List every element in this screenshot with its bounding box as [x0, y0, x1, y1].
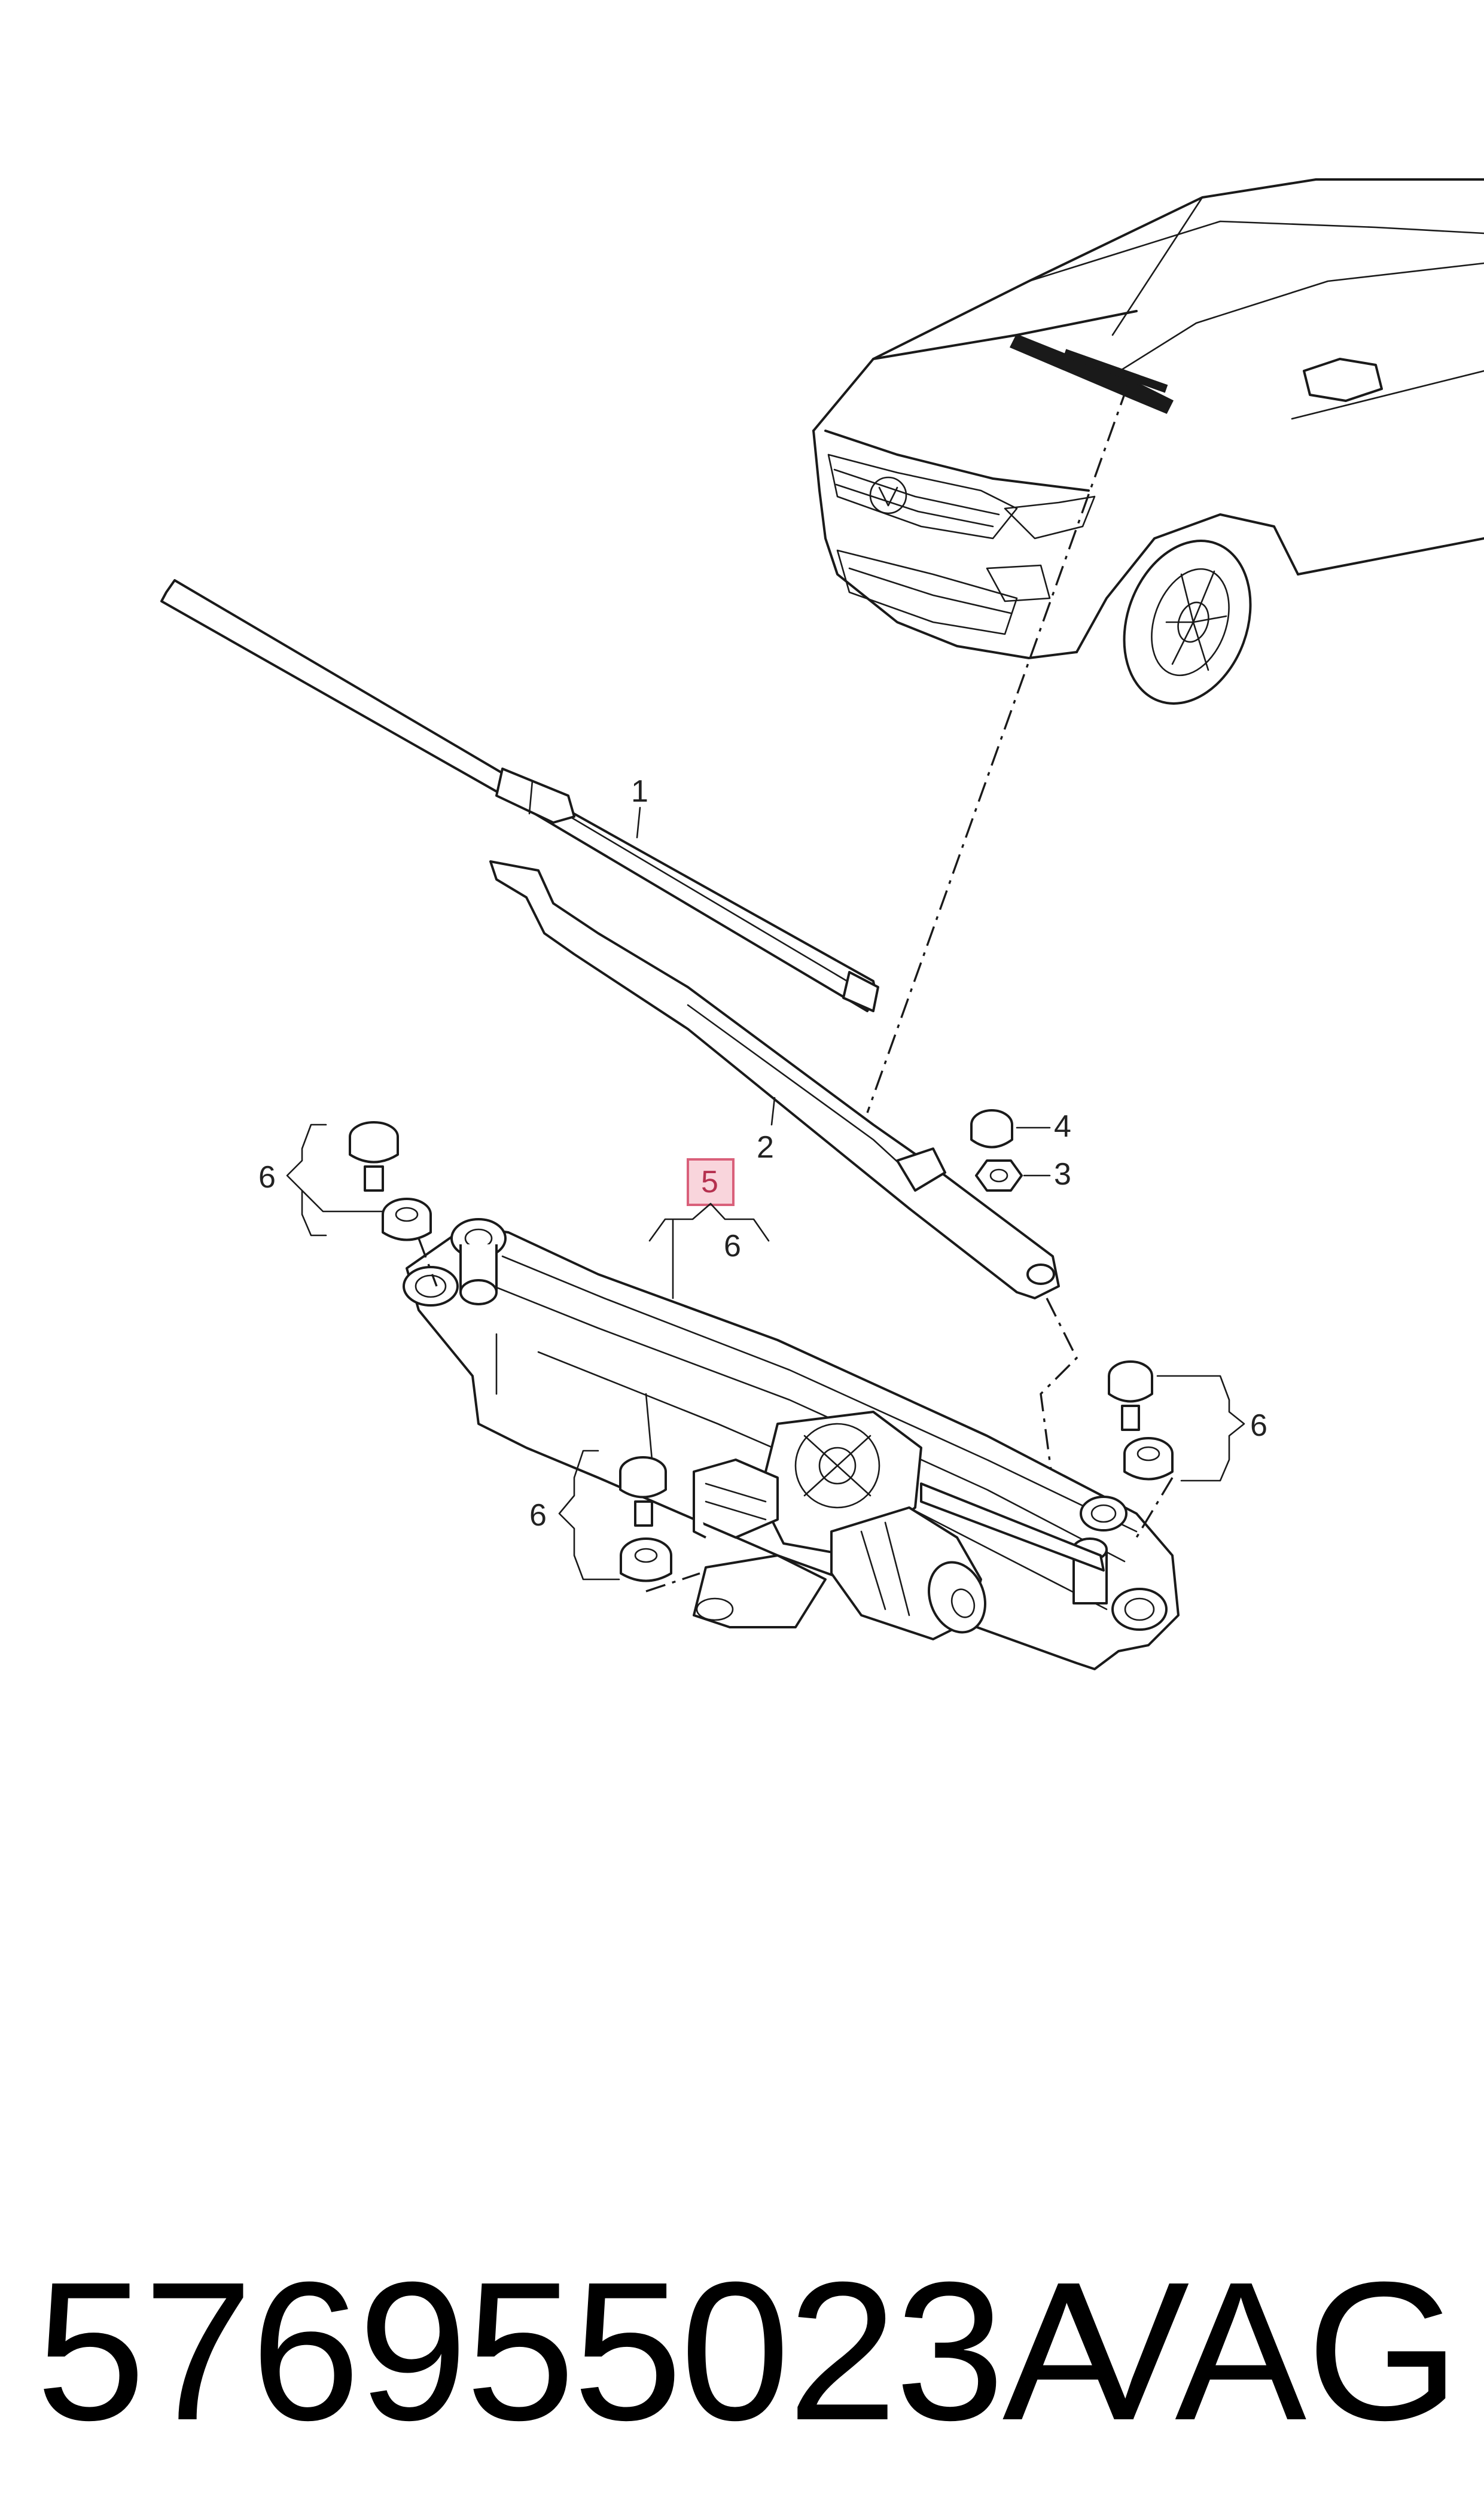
bracket-6-upper-left [286, 1123, 327, 1237]
callout-2: 2 [757, 1130, 774, 1165]
callout-5: 5 [701, 1165, 718, 1199]
wiper-blade [160, 579, 879, 1012]
wiper-exploded-diagram: 1 2 4 3 [160, 178, 1484, 1670]
car-illustration [812, 178, 1484, 705]
callout-6-under-5: 6 [724, 1229, 741, 1263]
hex-nut [975, 1159, 1023, 1192]
callout-6-right: 6 [1250, 1408, 1267, 1443]
leader-bracket-upper-left [301, 1189, 384, 1213]
fastener-group-right [1108, 1360, 1174, 1481]
bracket-5 [648, 1202, 770, 1242]
callout-6-upper-left: 6 [258, 1160, 276, 1195]
footer-caption: 576955023A VAG [0, 2225, 1484, 2477]
leader-2 [770, 1097, 776, 1126]
callout-6-lower-left: 6 [529, 1498, 547, 1533]
leader-upper-left-fastener [418, 1238, 438, 1287]
nut-cover-cap [970, 1109, 1013, 1149]
bracket-6-lower-left [558, 1450, 620, 1581]
leader-right-fastener [1135, 1477, 1174, 1538]
callout-5-highlight [687, 1158, 735, 1206]
leader-lower-left-fastener [645, 1572, 700, 1593]
callout-3: 3 [1054, 1157, 1071, 1192]
callout-1: 1 [631, 774, 648, 809]
callout-4: 4 [1054, 1109, 1071, 1144]
wiper-arm [489, 860, 1060, 1299]
brand-label: VAG [1058, 2240, 1460, 2461]
leader-car-to-arm [866, 385, 1129, 1113]
fastener-group-lower-left [619, 1456, 672, 1582]
leader-1 [636, 806, 641, 839]
wiper-linkage-with-motor [403, 1218, 1180, 1670]
fastener-group-upper-left [349, 1121, 432, 1241]
leader-arm-to-spindle [1040, 1298, 1078, 1538]
part-number: 576955023A [36, 2240, 1134, 2461]
bracket-6-right [1156, 1375, 1245, 1482]
